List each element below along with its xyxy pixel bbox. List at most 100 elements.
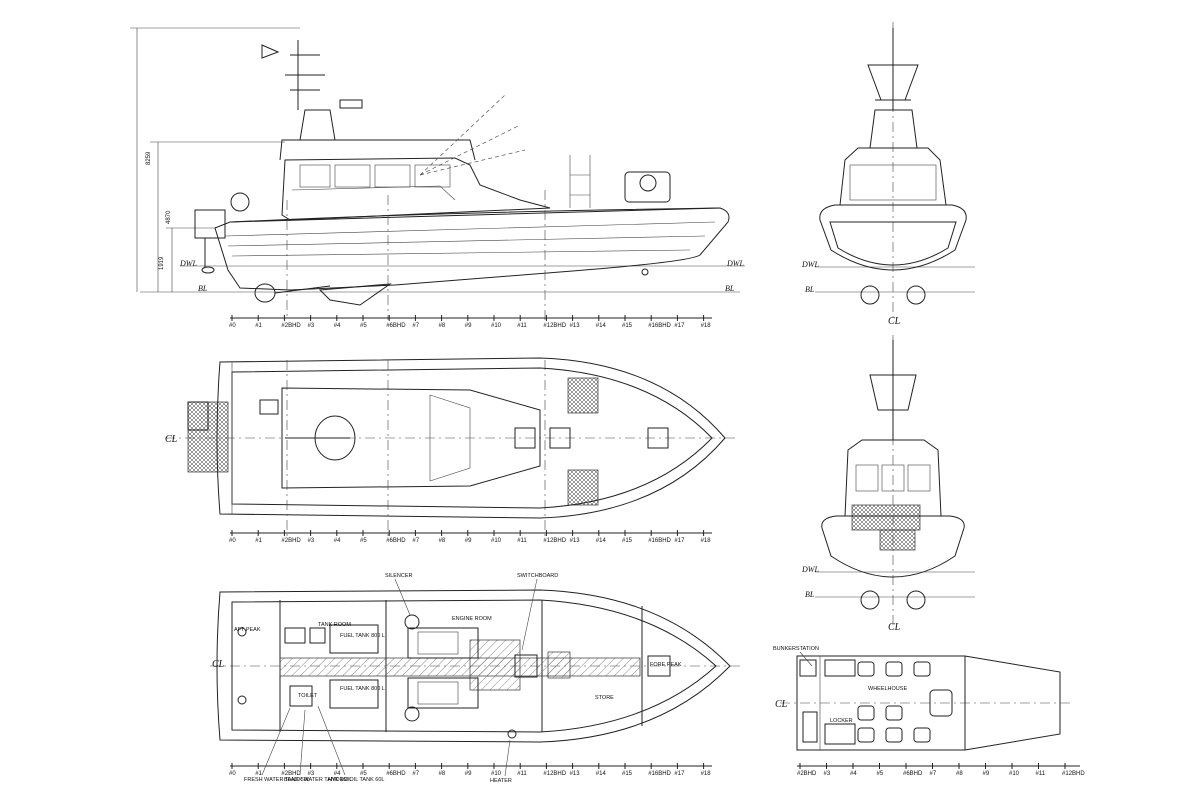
- bow-elevation-view: DWL BL CL: [801, 335, 975, 633]
- cl-label-wheelhouse: CL: [775, 699, 788, 710]
- frame-label: #12BHD: [543, 771, 566, 777]
- label-aft-peak: AFT PEAK: [234, 627, 261, 633]
- frame-label: #0: [229, 538, 236, 544]
- label-hydro-oil: HYDRO OIL TANK 60L: [328, 777, 384, 783]
- frame-label: #7: [412, 771, 419, 777]
- hatch-4: [647, 427, 669, 449]
- deck-plan-view: CL: [165, 357, 735, 540]
- wheelhouse-plan-view: CL BUNKERSTATION WHEELHOUSE LOCKER: [773, 646, 1070, 751]
- frame-label: #4: [334, 538, 341, 544]
- frame-label: #1: [255, 323, 262, 329]
- lower-hull-outline: [216, 589, 731, 743]
- cl-label-deck: CL: [165, 434, 178, 445]
- hatch-3: [549, 427, 571, 449]
- propeller-stern-starboard: [906, 285, 926, 305]
- frame-label: #9: [465, 323, 472, 329]
- hatch-2: [514, 427, 536, 449]
- frame-label: #17: [674, 771, 685, 777]
- lower-deck-plan-view: CL SILENCER SWITCHBOARD ENGI: [210, 573, 740, 784]
- frame-label: #0: [229, 323, 236, 329]
- frame-label: #5: [360, 323, 367, 329]
- label-fuel-tank-upper: FUEL TANK 800 L: [340, 633, 385, 639]
- frame-label: #3: [308, 323, 315, 329]
- frame-label: #15: [622, 323, 633, 329]
- label-silencer: SILENCER: [385, 573, 413, 579]
- label-switchboard: SWITCHBOARD: [517, 573, 558, 579]
- stern-elevation-view: DWL BL CL: [801, 22, 975, 327]
- frame-label: #2BHD: [281, 538, 301, 544]
- frame-label: #13: [570, 323, 581, 329]
- frame-label: #7: [930, 771, 937, 777]
- lifebuoy-icon-aft: [230, 192, 250, 212]
- frame-label: #11: [517, 323, 527, 329]
- frame-label: #1: [255, 771, 262, 777]
- frame-label: #6BHD: [386, 771, 406, 777]
- frame-scale-deck: #0#1#2BHD#3#4#5#6BHD#7#8#9#10#11#12BHD#1…: [229, 530, 712, 544]
- cl-label-bow: CL: [888, 622, 901, 633]
- stern-platform: [194, 209, 226, 239]
- hatch-1: [259, 399, 279, 415]
- silencer-port: [404, 614, 420, 630]
- frame-label: #14: [596, 538, 607, 544]
- frame-label: #17: [674, 323, 685, 329]
- label-heater: HEATER: [490, 778, 512, 784]
- frame-label: #2BHD: [281, 323, 301, 329]
- frame-label: #13: [570, 538, 581, 544]
- frame-label: #10: [1009, 771, 1020, 777]
- frame-label: #6BHD: [386, 538, 406, 544]
- label-tank-room: TANK ROOM: [318, 622, 351, 628]
- frame-label: #17: [674, 538, 685, 544]
- shaft-tunnel: [279, 657, 641, 677]
- dwl-label-bow: DWL: [801, 565, 819, 574]
- frame-label: #10: [491, 771, 502, 777]
- frame-label: #4: [334, 323, 341, 329]
- frame-label: #13: [570, 771, 581, 777]
- frame-label: #7: [412, 538, 419, 544]
- flag-icon: [261, 44, 280, 59]
- keel-skeg: [318, 283, 392, 306]
- dwl-label-side: DWL: [179, 259, 197, 268]
- label-wheelhouse: WHEELHOUSE: [868, 686, 907, 692]
- label-engine-room: ENGINE ROOM: [452, 616, 492, 622]
- hull-profile: [214, 207, 730, 291]
- fuel-tank-starboard: [329, 679, 379, 709]
- frame-label: #8: [956, 771, 963, 777]
- frame-scale-side: #0#1#2BHD#3#4#5#6BHD#7#8#9#10#11#12BHD#1…: [229, 315, 712, 329]
- frame-label: #3: [824, 771, 831, 777]
- frame-label: #5: [360, 771, 367, 777]
- frame-label: #18: [701, 323, 712, 329]
- cl-label-stern: CL: [888, 316, 901, 327]
- height-dimensions: 8259 4870 1919: [130, 27, 300, 292]
- frame-label: #10: [491, 323, 502, 329]
- dimension-draught: 1919: [159, 256, 165, 270]
- dwl-label-side-fwd: DWL: [726, 259, 744, 268]
- frame-label: #0: [229, 771, 236, 777]
- deck-grating-lower: [567, 469, 599, 506]
- frame-label: #8: [439, 771, 446, 777]
- dimension-overall-height: 8259: [146, 151, 152, 165]
- engine-port: [407, 627, 479, 659]
- frame-scale-wheelhouse: #2BHD#3#4#5#6BHD#7#8#9#10#11#12BHD: [797, 763, 1085, 777]
- label-locker: LOCKER: [830, 718, 853, 724]
- frame-label: #9: [983, 771, 990, 777]
- bl-label-stern: BL: [805, 285, 815, 294]
- frame-label: #8: [439, 323, 446, 329]
- frame-scale-plan: #0#1#2BHD#3#4#5#6BHD#7#8#9#10#11#12BHD#1…: [229, 763, 712, 777]
- fuel-tank-port: [329, 624, 379, 654]
- frame-label: #4: [334, 771, 341, 777]
- cabin-roof: [281, 387, 541, 489]
- frame-label: #4: [850, 771, 857, 777]
- wheelhouse-side: [281, 157, 551, 221]
- frame-label: #3: [308, 538, 315, 544]
- frame-label: #9: [465, 538, 472, 544]
- bl-label-bow: BL: [805, 590, 815, 599]
- dwl-label-stern: DWL: [801, 260, 819, 269]
- frame-label: #15: [622, 771, 633, 777]
- bl-label-side: BL: [198, 284, 208, 293]
- frame-label: #7: [412, 323, 419, 329]
- label-store: STORE: [595, 695, 614, 701]
- cl-label-plan: CL: [212, 659, 225, 670]
- label-fore-peak: FORE PEAK: [650, 662, 682, 668]
- dimension-wheelhouse-height: 4870: [166, 210, 172, 224]
